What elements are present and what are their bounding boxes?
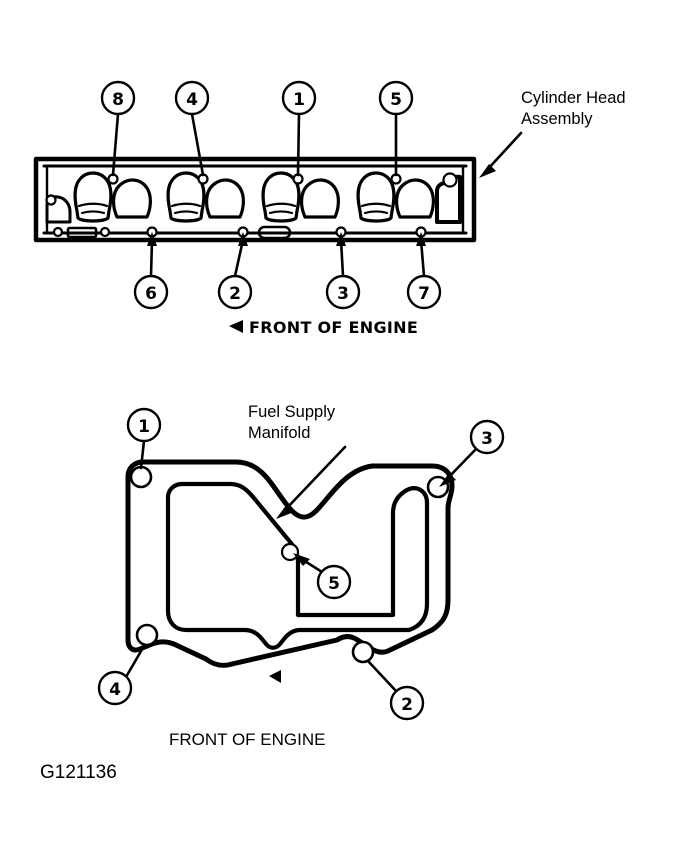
gasket-bolt-hole-1 <box>129 465 153 489</box>
front-of-engine-marker-bottom: FRONT OF ENGINE <box>169 670 325 749</box>
callout-8-label: 8 <box>112 90 124 110</box>
callout-4-manifold-label: 4 <box>109 680 121 700</box>
cylinder-head-assembly-arrowhead <box>479 164 496 178</box>
leader-6-arrowhead <box>147 232 157 246</box>
callout-1-head[interactable]: 1 <box>281 80 317 116</box>
callout-4[interactable]: 4 <box>174 80 210 116</box>
front-of-engine-label-top: FRONT OF ENGINE <box>249 318 418 337</box>
callout-2-head-label: 2 <box>229 284 241 304</box>
callout-3-manifold[interactable]: 3 <box>469 419 505 455</box>
callout-7-label: 7 <box>418 284 430 304</box>
boss-hole-icon <box>442 172 458 188</box>
leader-3-arrowhead <box>336 232 346 246</box>
left-arrow-icon-top <box>229 320 243 333</box>
callout-6-circle[interactable] <box>133 274 169 310</box>
cylinder-head-diagram: 8 4 1 5 6 2 <box>33 80 626 337</box>
cylinder-port-group-4 <box>356 171 435 223</box>
leader-2-arrowhead <box>238 232 248 246</box>
gasket-leader-4 <box>124 644 146 679</box>
callout-8[interactable]: 8 <box>100 80 136 116</box>
leader-1 <box>296 112 301 177</box>
callout-3-manifold-circle[interactable] <box>469 419 505 455</box>
callout-3-head-circle[interactable] <box>325 274 361 310</box>
fuel-supply-manifold-diagram: 1 3 5 4 2 Fuel Supply Manifold <box>97 403 505 749</box>
left-end-detail <box>45 194 72 224</box>
callout-4-manifold-circle[interactable] <box>97 670 133 706</box>
leader-8 <box>111 112 120 177</box>
fuel-supply-manifold-label-group: Fuel Supply Manifold <box>248 403 347 519</box>
center-slot <box>257 225 292 240</box>
gasket-inner-opening <box>165 481 430 650</box>
callout-3-head[interactable]: 3 <box>325 274 361 310</box>
callout-7-circle[interactable] <box>406 274 442 310</box>
callout-6[interactable]: 6 <box>133 274 169 310</box>
lower-hole-icon-a <box>99 226 111 238</box>
callout-8-circle[interactable] <box>100 80 136 116</box>
callout-6-label: 6 <box>145 284 157 304</box>
leader-7-arrowhead <box>416 232 426 246</box>
left-end-hole-icon <box>45 194 57 206</box>
callout-1-head-circle[interactable] <box>281 80 317 116</box>
callout-2-manifold-label: 2 <box>401 695 413 715</box>
callout-1-head-label: 1 <box>293 90 305 110</box>
callout-3-head-label: 3 <box>337 284 349 304</box>
callout-5-head[interactable]: 5 <box>378 80 414 116</box>
callout-5-manifold-circle[interactable] <box>316 564 352 600</box>
fuel-supply-manifold-arrowhead <box>276 504 294 519</box>
callout-2-manifold[interactable]: 2 <box>389 685 425 721</box>
cylinder-head-assembly-label-line1: Cylinder Head <box>521 89 626 107</box>
fuel-supply-manifold-leader <box>283 445 347 512</box>
callout-2-manifold-circle[interactable] <box>389 685 425 721</box>
front-of-engine-label-bottom: FRONT OF ENGINE <box>169 730 325 749</box>
callout-4-manifold[interactable]: 4 <box>97 670 133 706</box>
callout-4-label: 4 <box>186 90 198 110</box>
gasket-leader-3-arrowhead <box>439 473 456 487</box>
callout-1-manifold-circle[interactable] <box>126 407 162 443</box>
gasket-bolt-hole-4 <box>135 623 159 647</box>
callout-3-manifold-label: 3 <box>481 429 493 449</box>
callout-5-manifold-label: 5 <box>328 574 340 594</box>
gasket-bolt-hole-2 <box>351 640 375 664</box>
gasket-leader-3 <box>444 447 478 482</box>
callout-5-head-label: 5 <box>390 90 402 110</box>
cylinder-head-assembly-leader <box>485 131 523 172</box>
front-of-engine-marker-top: FRONT OF ENGINE <box>229 318 418 337</box>
cylinder-head-assembly-label-line2: Assembly <box>521 110 593 128</box>
thermostat-housing-boss <box>435 172 462 224</box>
figure-id-label: G121136 <box>40 762 117 783</box>
gasket-leader-5-arrowhead <box>293 553 310 566</box>
cylinder-head-body <box>33 156 477 243</box>
callout-7[interactable]: 7 <box>406 274 442 310</box>
cylinder-head-assembly-label-group: Cylinder Head Assembly <box>479 89 626 178</box>
fuel-supply-manifold-label-line2: Manifold <box>248 424 310 442</box>
lower-left-slot <box>66 226 98 239</box>
gasket-leader-2 <box>366 659 399 694</box>
cylinder-port-group-1 <box>73 171 152 223</box>
callout-5-head-circle[interactable] <box>378 80 414 116</box>
left-arrow-icon-bottom <box>269 670 281 683</box>
callout-2-head-circle[interactable] <box>217 274 253 310</box>
callout-1-manifold-label: 1 <box>138 417 150 437</box>
lower-left-hole-icon <box>52 226 64 238</box>
leader-4 <box>190 112 205 177</box>
callout-2-head[interactable]: 2 <box>217 274 253 310</box>
callout-4-circle[interactable] <box>174 80 210 116</box>
callout-5-manifold[interactable]: 5 <box>316 564 352 600</box>
callout-1-manifold[interactable]: 1 <box>126 407 162 443</box>
gasket-bolt-hole-5 <box>280 542 300 562</box>
fuel-supply-manifold-label-line1: Fuel Supply <box>248 403 336 421</box>
gasket-leader-1 <box>139 439 146 470</box>
